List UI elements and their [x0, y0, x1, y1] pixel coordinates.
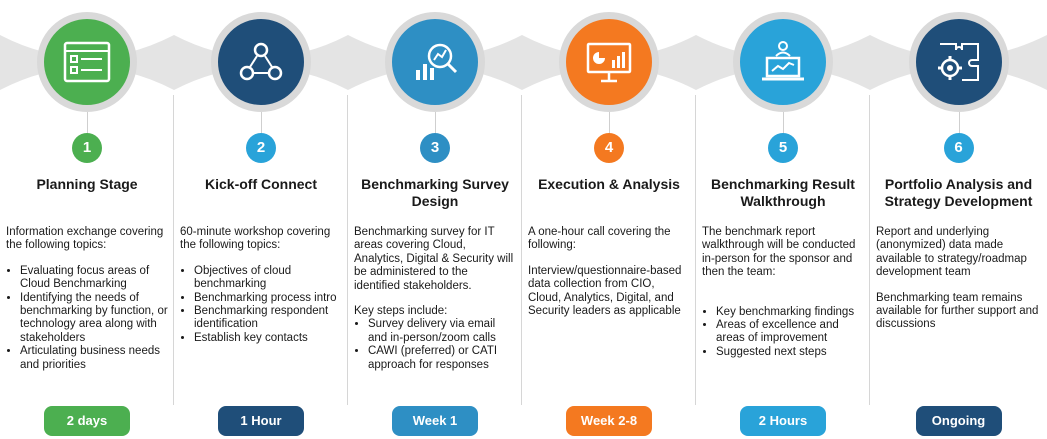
- stage-5-description: The benchmark report walkthrough will be…: [702, 226, 864, 359]
- stage-1-description: Information exchange covering the follow…: [6, 226, 168, 372]
- stage-6-intro: Report and underlying (anonymized) data …: [876, 226, 1027, 279]
- magnifier-chart-icon: [416, 43, 458, 80]
- stage-6-number: 6: [943, 133, 974, 163]
- stage-5-title: Benchmarking Result Walkthrough: [711, 176, 855, 209]
- stage-4: 4 Execution & Analysis A one-hour call c…: [522, 0, 696, 439]
- stage-5: 5 Benchmarking Result Walkthrough The be…: [696, 0, 870, 439]
- stage-5-number: 5: [768, 133, 798, 163]
- stage-1-icon-circle: [37, 12, 137, 112]
- stage-5-icon-circle: [733, 12, 833, 112]
- stage-4-description: A one-hour call covering the following: …: [528, 226, 690, 330]
- stage-3-intro2: Key steps include:: [354, 305, 448, 318]
- stage-1-number: 1: [72, 133, 102, 163]
- stage-4-number: 4: [594, 133, 624, 163]
- puzzle-gear-icon: [937, 43, 979, 81]
- laptop-presenter-icon: [762, 41, 804, 81]
- stage-3-intro: Benchmarking survey for IT areas coverin…: [354, 226, 514, 292]
- stage-5-intro: The benchmark report walkthrough will be…: [702, 226, 856, 279]
- stage-3-duration: Week 1: [392, 406, 478, 436]
- stage-2-duration: 1 Hour: [218, 406, 304, 436]
- stage-6-duration: Ongoing: [915, 406, 1002, 436]
- stage-3-description: Benchmarking survey for IT areas coverin…: [354, 226, 516, 372]
- stage-3-icon-circle: [385, 12, 485, 112]
- stage-4-duration: Week 2-8: [566, 406, 652, 436]
- timeline-band: [0, 35, 1047, 90]
- stage-1-bullet: Evaluating focus areas of Cloud Benchmar…: [20, 265, 168, 292]
- stage-1-bullet: Identifying the needs of benchmarking by…: [20, 292, 168, 346]
- stage-4-intro: A one-hour call covering the following:: [528, 226, 671, 252]
- stage-2-bullet: Establish key contacts: [194, 332, 342, 345]
- stage-4-icon-circle: [559, 12, 659, 112]
- stage-1-duration: 2 days: [44, 406, 130, 436]
- stage-6-title: Portfolio Analysis and Strategy Developm…: [884, 176, 1033, 209]
- stage-5-bullet: Areas of excellence and areas of improve…: [716, 319, 864, 346]
- stage-5-duration: 2 Hours: [740, 406, 826, 436]
- stage-2-bullet: Benchmarking process intro: [194, 292, 342, 305]
- stage-2-title: Kick-off Connect: [205, 176, 317, 192]
- stage-3-bullet: CAWI (preferred) or CATI approach for re…: [368, 345, 516, 372]
- presentation-chart-icon: [586, 42, 632, 83]
- stage-6-icon-circle: [908, 12, 1009, 112]
- stage-1-bullet: Articulating business needs and prioriti…: [20, 345, 168, 372]
- stage-2-icon-circle: [211, 12, 311, 112]
- stage-6-description: Report and underlying (anonymized) data …: [876, 226, 1041, 344]
- stage-2-description: 60-minute workshop covering the followin…: [180, 226, 342, 345]
- stage-5-bullet: Suggested next steps: [716, 346, 864, 359]
- people-network-icon: [239, 42, 283, 81]
- stage-4-title: Execution & Analysis: [538, 176, 680, 192]
- stage-2-bullet: Benchmarking respondent identification: [194, 305, 342, 332]
- stage-1-intro: Information exchange covering the follow…: [6, 226, 164, 252]
- stage-2-number: 2: [246, 133, 276, 163]
- stage-1: 1 Planning Stage Information exchange co…: [0, 0, 174, 439]
- stage-6-intro2: Benchmarking team remains available for …: [876, 291, 1039, 331]
- stage-6: 6 Portfolio Analysis and Strategy Develo…: [870, 0, 1047, 439]
- stage-3-bullet: Survey delivery via email and in-person/…: [368, 318, 516, 345]
- stage-2: 2 Kick-off Connect 60-minute workshop co…: [174, 0, 348, 439]
- stage-3-title: Benchmarking Survey Design: [361, 176, 509, 209]
- stage-4-intro2: Interview/questionnaire-based data colle…: [528, 264, 682, 318]
- stage-2-intro: 60-minute workshop covering the followin…: [180, 226, 331, 252]
- checklist-icon: [63, 41, 111, 83]
- stage-3-number: 3: [420, 133, 450, 163]
- stage-1-title: Planning Stage: [36, 176, 138, 192]
- stage-2-bullet: Objectives of cloud benchmarking: [194, 265, 342, 292]
- stage-5-bullet: Key benchmarking findings: [716, 306, 864, 319]
- stage-3: 3 Benchmarking Survey Design Benchmarkin…: [348, 0, 522, 439]
